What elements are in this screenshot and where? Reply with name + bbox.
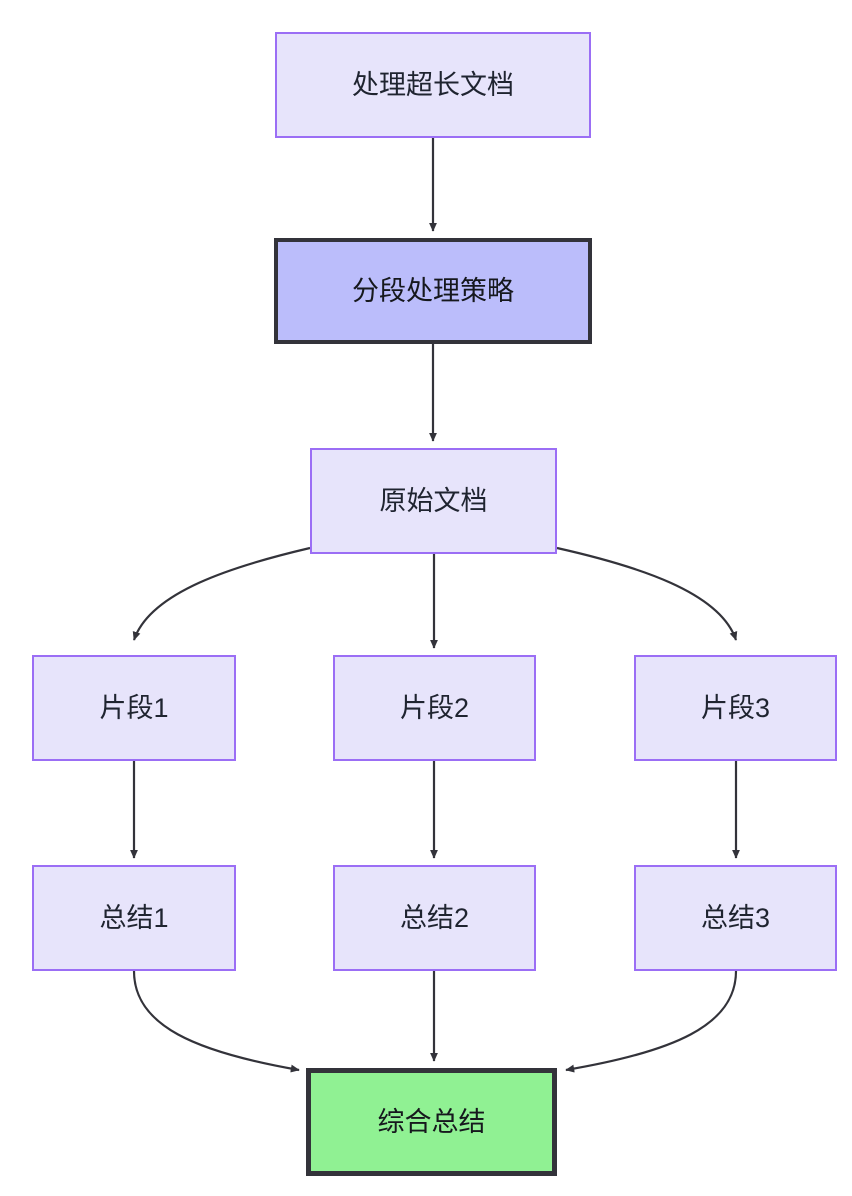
node-comprehensive-summary[interactable]: 综合总结 [306, 1068, 557, 1176]
node-fragment-1[interactable]: 片段1 [32, 655, 236, 761]
node-label: 原始文档 [379, 485, 488, 516]
edge-n3-n4 [132, 546, 311, 641]
edge-n7-n10 [132, 970, 300, 1073]
node-label: 片段3 [700, 692, 771, 723]
node-original-document[interactable]: 原始文档 [310, 448, 557, 554]
node-fragment-2[interactable]: 片段2 [333, 655, 536, 761]
edge-n3-n6 [556, 546, 738, 641]
node-summary-1[interactable]: 总结1 [32, 865, 236, 971]
node-label: 片段1 [99, 692, 169, 723]
node-process-long-document[interactable]: 处理超长文档 [275, 32, 591, 138]
node-label: 处理超长文档 [352, 69, 514, 100]
node-summary-2[interactable]: 总结2 [333, 865, 536, 971]
node-label: 分段处理策略 [352, 275, 514, 306]
node-label: 总结3 [700, 902, 771, 933]
node-label: 综合总结 [377, 1106, 486, 1137]
node-fragment-3[interactable]: 片段3 [634, 655, 837, 761]
node-summary-3[interactable]: 总结3 [634, 865, 837, 971]
node-label: 片段2 [399, 692, 470, 723]
node-label: 总结2 [399, 902, 470, 933]
node-label: 总结1 [99, 902, 169, 933]
node-chunking-strategy[interactable]: 分段处理策略 [274, 238, 592, 344]
edge-n9-n10 [565, 970, 738, 1073]
